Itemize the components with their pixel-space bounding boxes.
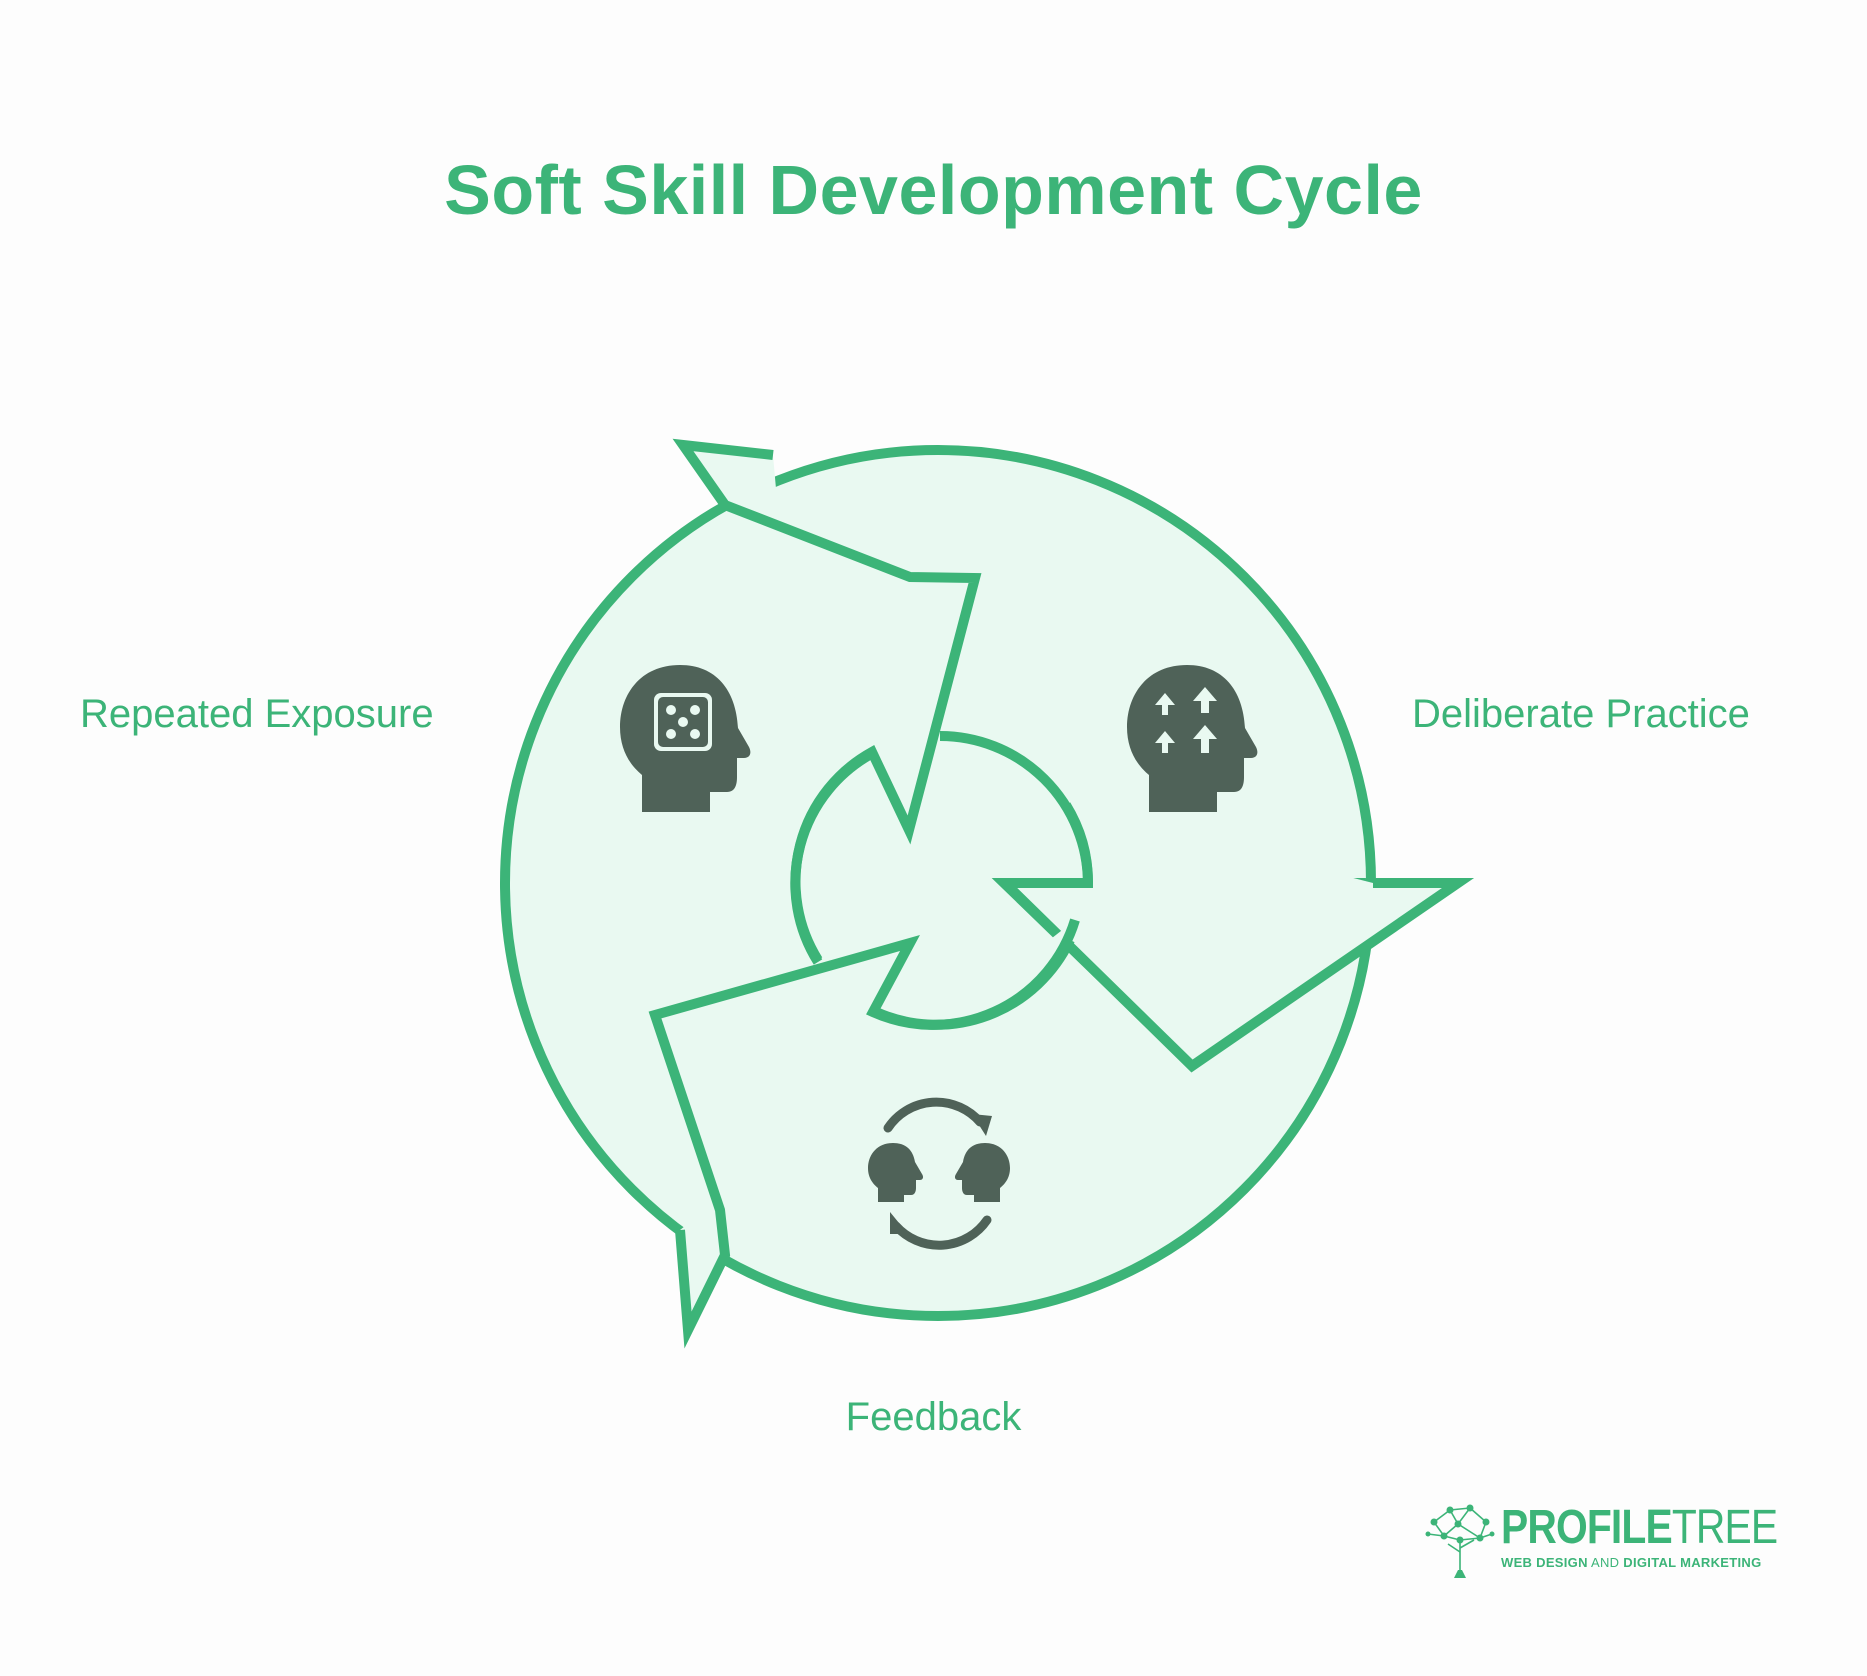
label-feedback: Feedback <box>845 1395 1022 1439</box>
logo-wordmark: PROFILETREE <box>1501 1500 1778 1555</box>
diagram-title: Soft Skill Development Cycle <box>444 151 1423 229</box>
label-deliberate-practice: Deliberate Practice <box>1412 692 1750 736</box>
head-dice-icon <box>620 665 751 812</box>
logo-tagline: WEB DESIGN AND DIGITAL MARKETING <box>1501 1555 1762 1570</box>
logo-tagline-a: WEB DESIGN <box>1501 1555 1588 1570</box>
logo-tagline-c: DIGITAL MARKETING <box>1623 1555 1762 1570</box>
logo-name-bold: PROFILE <box>1501 1501 1673 1554</box>
logo-name-thin: TREE <box>1671 1501 1778 1554</box>
exchange-heads-icon <box>868 1097 1010 1250</box>
hub-outline <box>790 748 876 965</box>
profiletree-logo: PROFILETREE WEB DESIGN AND DIGITAL MARKE… <box>1424 1500 1778 1580</box>
tree-network-icon <box>1425 1504 1495 1578</box>
label-repeated-exposure: Repeated Exposure <box>80 692 434 736</box>
logo-tagline-b: AND <box>1587 1555 1624 1570</box>
head-growth-arrows-icon <box>1127 665 1258 812</box>
